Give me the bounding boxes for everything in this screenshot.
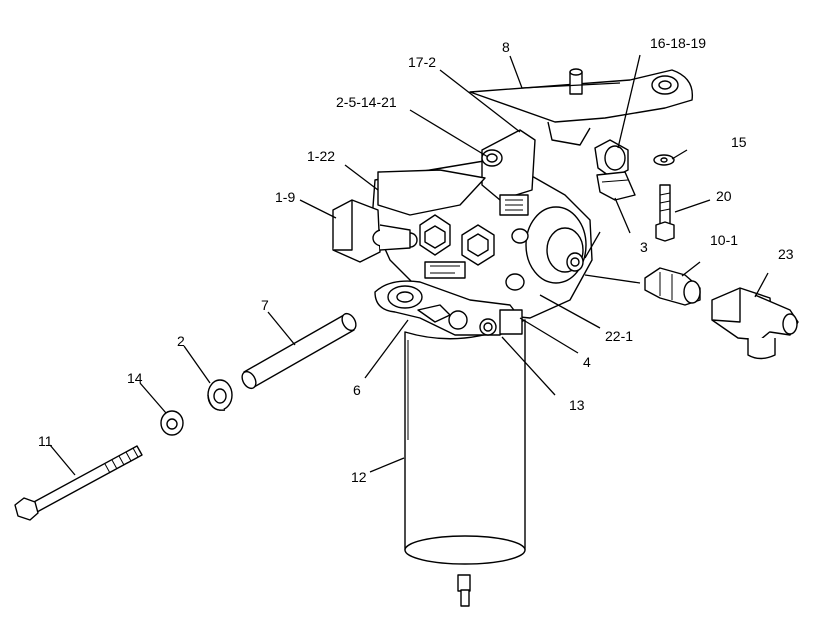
- elbow-fitting: [594, 139, 636, 201]
- callout-2-5-14-21: 2-5-14-21: [336, 94, 397, 110]
- washer-14: [160, 410, 184, 436]
- callout-12: 12: [351, 469, 367, 485]
- mounting-bracket: [469, 68, 694, 146]
- callout-7: 7: [261, 297, 269, 313]
- filter-head: [371, 129, 593, 319]
- fitting-10-1: [644, 267, 701, 306]
- callout-23: 23: [778, 246, 794, 262]
- washer-2: [207, 379, 233, 411]
- callout-10-1: 10-1: [710, 232, 738, 248]
- callout-15: 15: [731, 134, 747, 150]
- callout-16-18-19: 16-18-19: [650, 35, 706, 51]
- callout-11: 11: [38, 433, 53, 449]
- filter-canister: [404, 319, 526, 607]
- callout-8: 8: [502, 39, 510, 55]
- callout-13: 13: [569, 397, 585, 413]
- washer-15: [653, 154, 675, 166]
- bolt-20: [655, 184, 675, 242]
- callout-4: 4: [583, 354, 591, 370]
- callout-17-2: 17-2: [408, 54, 436, 70]
- callout-22-1: 22-1: [605, 328, 633, 344]
- bolt-11: [14, 445, 143, 521]
- callout-20: 20: [716, 188, 732, 204]
- callout-6: 6: [353, 382, 361, 398]
- callout-labels: 8 16-18-19 17-2 2-5-14-21 1-22 1-9 15 20…: [38, 35, 794, 485]
- callout-1-22: 1-22: [307, 148, 335, 164]
- callout-2: 2: [177, 333, 185, 349]
- elbow-23: [711, 287, 799, 360]
- callout-1-9: 1-9: [275, 189, 295, 205]
- clamp-ring: [374, 280, 523, 336]
- sensor-block: [332, 199, 411, 263]
- leader-lines: [49, 54, 769, 476]
- callout-3: 3: [640, 239, 648, 255]
- sleeve-7: [241, 312, 357, 390]
- callout-14: 14: [127, 370, 143, 386]
